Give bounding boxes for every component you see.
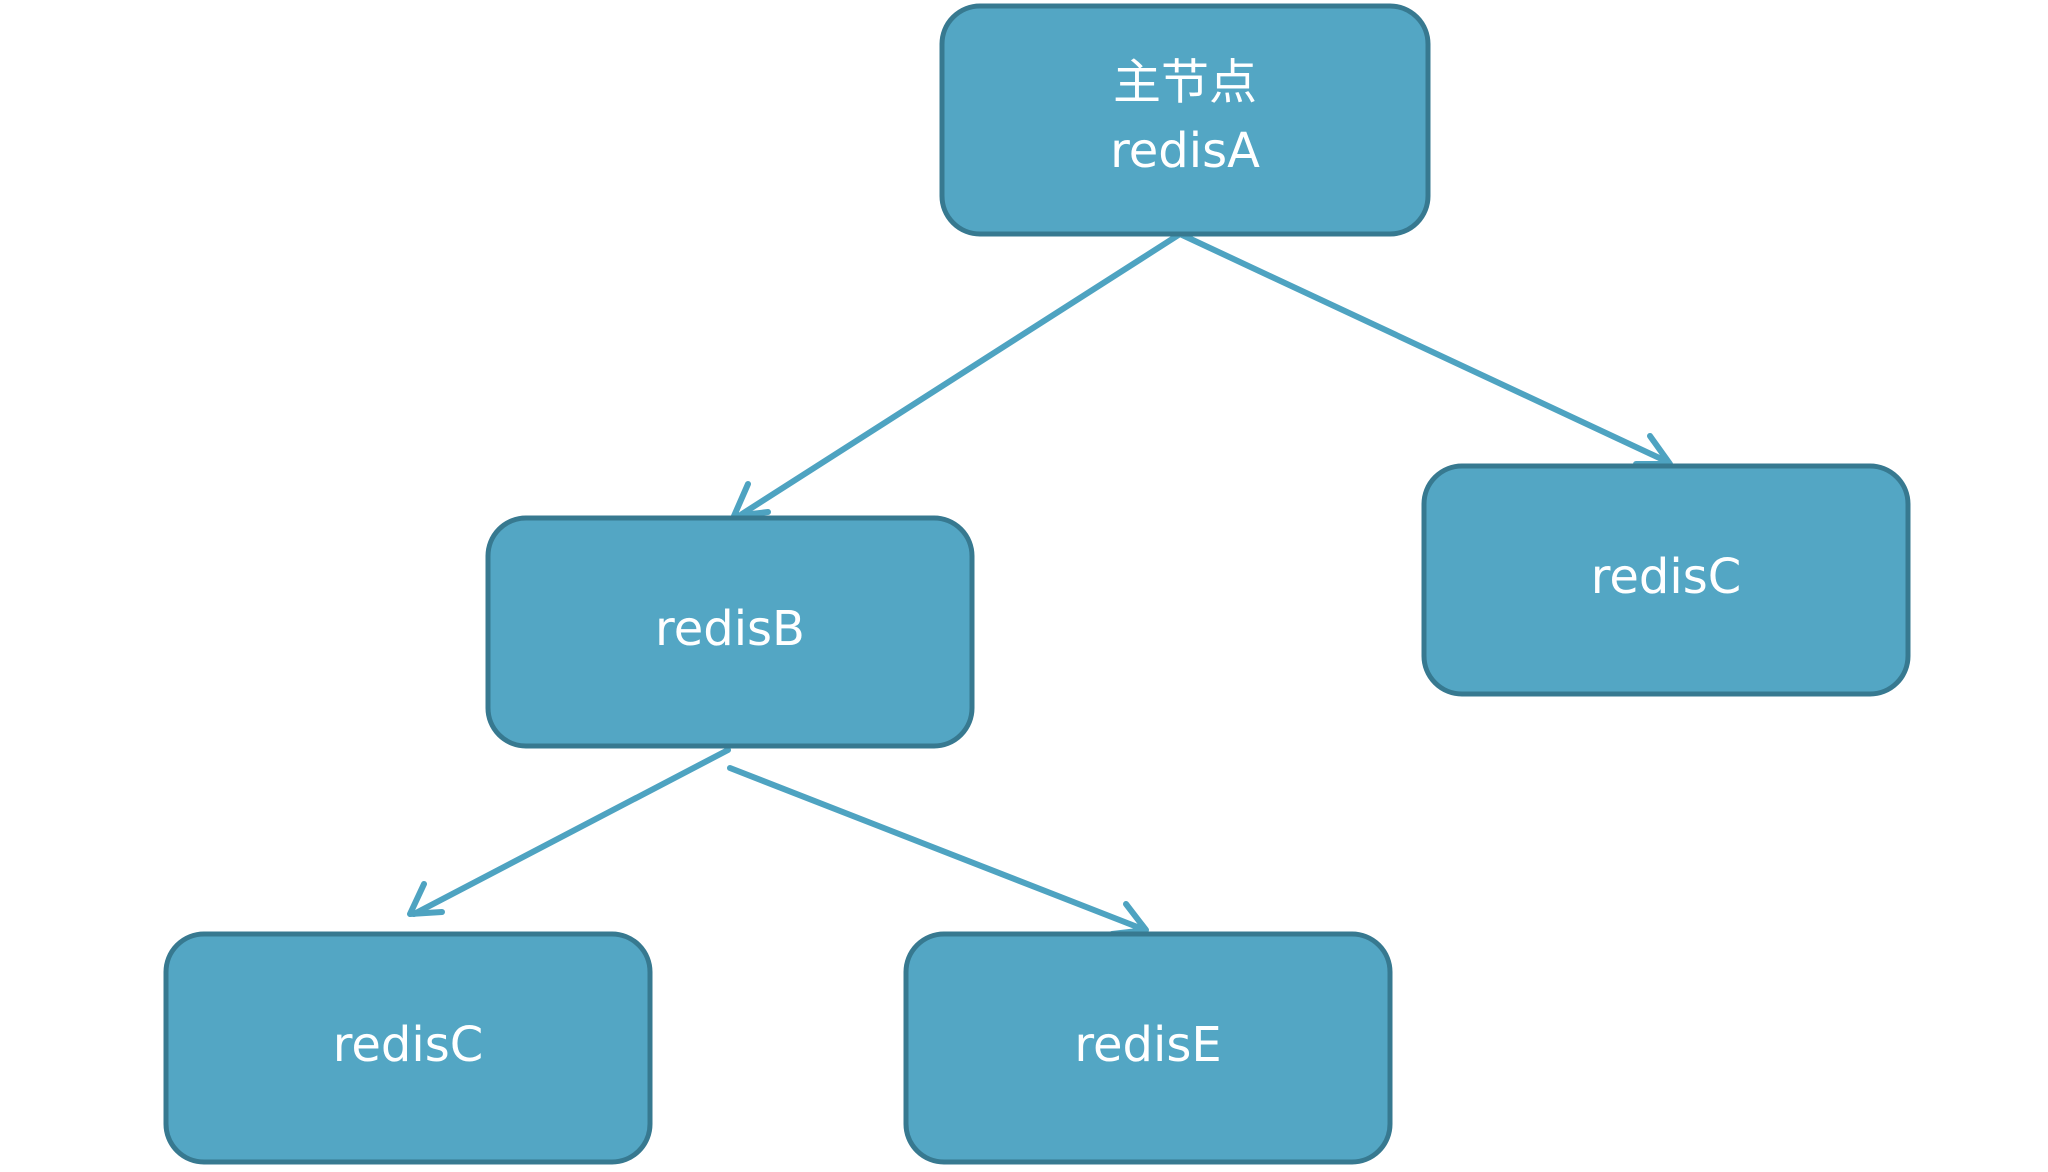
node-redisE[interactable]: redisE bbox=[903, 931, 1393, 1165]
node-redisA-title: 主节点 bbox=[1113, 55, 1257, 111]
node-redisB-label: redisB bbox=[655, 601, 805, 657]
edge-redisA-to-redisB bbox=[731, 231, 1183, 519]
node-redisC-bottom[interactable]: redisC bbox=[163, 931, 653, 1165]
node-redisA-label: redisA bbox=[1110, 123, 1260, 179]
node-redisC-right-label: redisC bbox=[1591, 549, 1742, 605]
node-redisC-bottom-label: redisC bbox=[333, 1017, 484, 1073]
node-redisA[interactable]: 主节点 redisA bbox=[939, 3, 1431, 237]
node-redisB[interactable]: redisB bbox=[485, 515, 975, 749]
edge-redisA-to-redisC-right bbox=[1177, 231, 1673, 467]
edge-redisB-to-redisC-bottom bbox=[407, 747, 731, 917]
node-redisC-right[interactable]: redisC bbox=[1421, 463, 1911, 697]
node-redisE-label: redisE bbox=[1074, 1017, 1221, 1073]
edge-redisB-to-redisE bbox=[727, 765, 1149, 937]
